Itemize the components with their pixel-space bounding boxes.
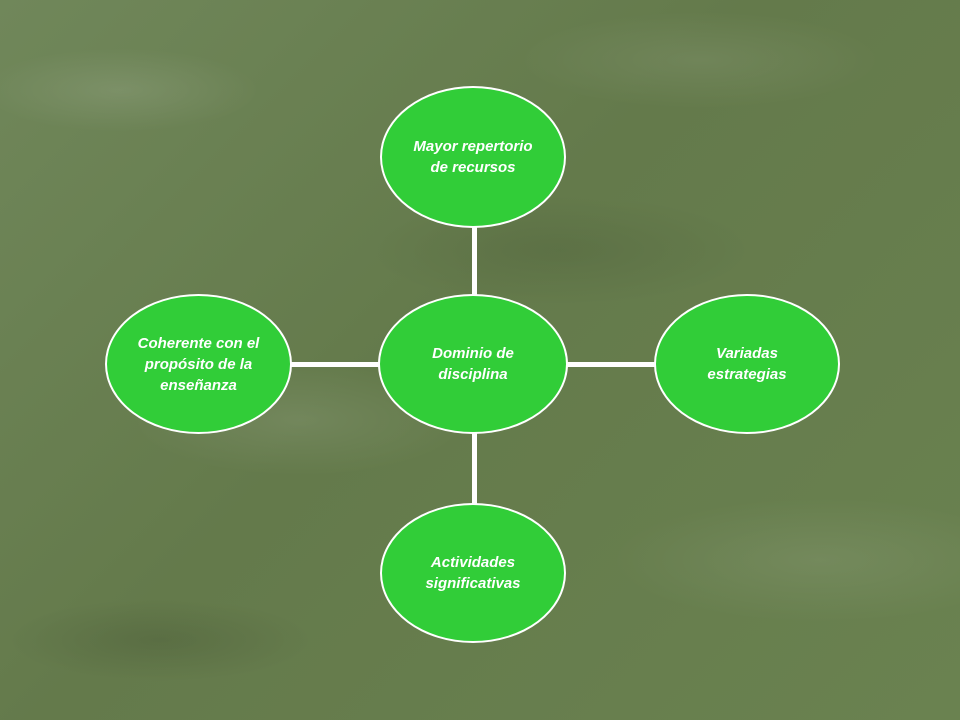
node-top: Mayor repertorio de recursos bbox=[380, 86, 566, 228]
node-right: Variadas estrategias bbox=[654, 294, 840, 434]
node-left: Coherente con el propósito de la enseñan… bbox=[105, 294, 292, 434]
connector-left bbox=[290, 362, 380, 367]
node-center: Dominio de disciplina bbox=[378, 294, 568, 434]
node-left-label: Coherente con el propósito de la enseñan… bbox=[137, 334, 260, 394]
node-center-label: Dominio de disciplina bbox=[432, 345, 514, 383]
node-bottom: Actividades significativas bbox=[380, 503, 566, 643]
node-right-label: Variadas estrategias bbox=[707, 345, 787, 383]
connector-bottom bbox=[472, 433, 477, 505]
connector-top bbox=[472, 226, 477, 296]
connector-right bbox=[566, 362, 656, 367]
node-top-label: Mayor repertorio de recursos bbox=[413, 138, 533, 176]
node-bottom-label: Actividades significativas bbox=[425, 554, 521, 592]
